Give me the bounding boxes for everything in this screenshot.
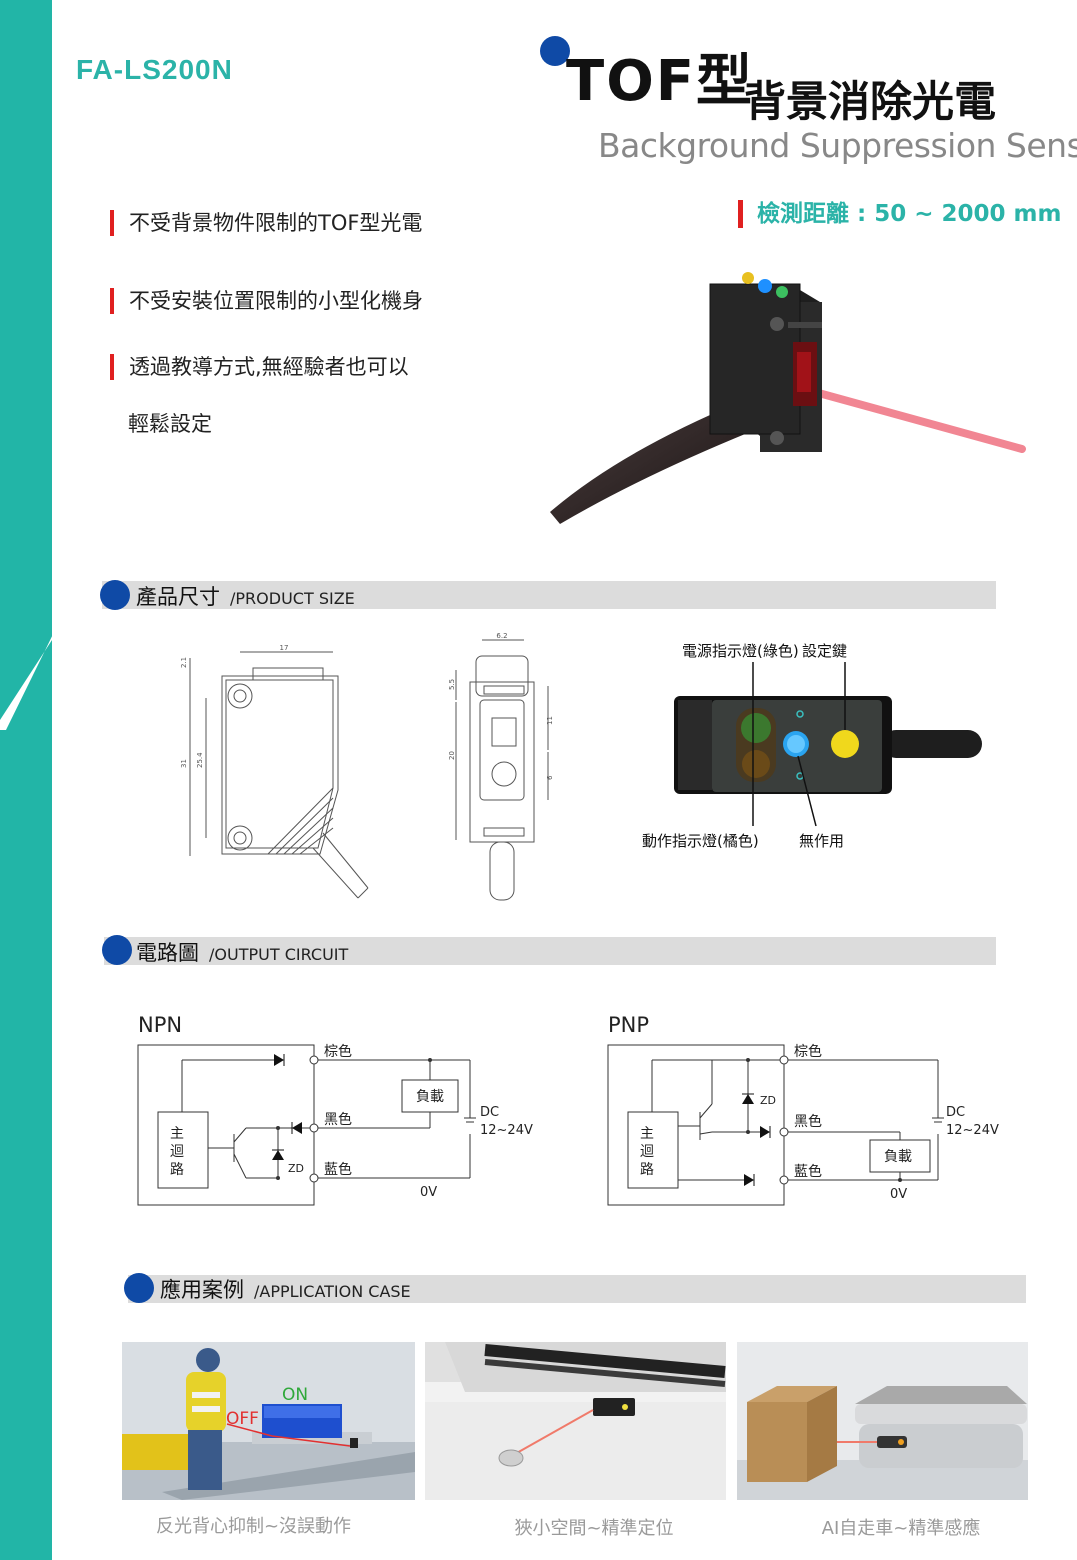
section-bar-output-circuit [104, 937, 996, 965]
npn-circuit-diagram: NPN 主 迴 路 ZD 棕色 黑色 藍色 負載 DC 12~24 [137, 1013, 533, 1206]
detection-range: 檢測距離 : 50 ~ 2000 mm [738, 200, 1061, 228]
application-caption: AI自走車~精準感應 [821, 1518, 981, 1539]
dim-label: 25.4 [196, 752, 204, 768]
main-circuit-label: 迴 [640, 1144, 654, 1160]
feature-item: 透過教導方式,無經驗者也可以 [110, 354, 409, 380]
main-circuit-label: 迴 [170, 1144, 184, 1160]
side-dimension-drawing: 6.2 5.5 20 11 6 [448, 632, 554, 901]
application-image-agv [737, 1342, 1028, 1500]
zero-v-label: 0V [420, 1185, 437, 1200]
on-label: ON [282, 1385, 308, 1405]
dim-label: 17 [280, 644, 289, 652]
english-title: Background Suppression Sensor [598, 126, 1077, 165]
section-bar-application-case [128, 1275, 1026, 1303]
blue-wire-label: 藍色 [794, 1163, 822, 1180]
zd-label: ZD [760, 1094, 776, 1107]
application-caption: 狹小空間~精準定位 [514, 1518, 674, 1539]
section-bar-product-size [102, 581, 996, 609]
dim-label: 6.2 [496, 632, 507, 640]
black-wire-label: 黑色 [324, 1111, 352, 1128]
dim-label: 11 [546, 716, 554, 725]
section-dot [102, 935, 132, 965]
front-dimension-drawing: 17 2.1 31 25.4 [180, 644, 369, 899]
application-image-narrow-space [425, 1342, 726, 1500]
dim-label: 31 [180, 759, 188, 768]
dim-label: 5.5 [448, 679, 456, 690]
voltage-label: 12~24V [480, 1123, 533, 1138]
application-image-vest: ON OFF [122, 1342, 415, 1500]
voltage-label: 12~24V [946, 1123, 999, 1138]
action-led-label: 動作指示燈(橘色) [642, 832, 759, 850]
sidebar-stripe [0, 0, 52, 1560]
dim-label: 20 [448, 751, 456, 760]
dim-label: 6 [546, 775, 554, 780]
main-circuit-label: 主 [640, 1126, 654, 1142]
feature-item: 不受背景物件限制的TOF型光電 [110, 210, 422, 236]
load-label: 負載 [884, 1149, 912, 1165]
application-caption: 反光背心抑制~沒誤動作 [155, 1516, 352, 1537]
load-label: 負載 [416, 1089, 444, 1105]
section-dot [100, 580, 130, 610]
npn-label: NPN [138, 1013, 182, 1037]
brown-wire-label: 棕色 [324, 1043, 352, 1060]
dc-label: DC [946, 1105, 965, 1120]
section-title-application-case: 應用案例/APPLICATION CASE [160, 1278, 411, 1302]
power-led-label: 電源指示燈(綠色) [682, 642, 799, 660]
sensor-product-photo [550, 272, 1026, 524]
page-subtitle: 背景消除光電 [744, 77, 997, 126]
brown-wire-label: 棕色 [794, 1043, 822, 1060]
feature-item: 不受安裝位置限制的小型化機身 [110, 288, 423, 314]
sidebar-notch [0, 600, 60, 730]
setting-key-label: 設定鍵 [802, 642, 847, 660]
feature-item-continued: 輕鬆設定 [128, 412, 212, 436]
unused-label: 無作用 [799, 832, 844, 850]
dc-label: DC [480, 1105, 499, 1120]
section-title-output-circuit: 電路圖/OUTPUT CIRCUIT [136, 941, 349, 965]
off-label: OFF [226, 1409, 259, 1429]
main-circuit-label: 主 [170, 1126, 184, 1142]
model-number: FA-LS200N [76, 54, 233, 85]
blue-wire-label: 藍色 [324, 1161, 352, 1178]
main-circuit-label: 路 [170, 1162, 184, 1178]
page-title: TOF型 [566, 49, 755, 114]
pnp-circuit-diagram: PNP 主 迴 路 ZD 棕色 黑色 藍色 負載 DC [607, 1013, 999, 1206]
dim-label: 2.1 [180, 657, 188, 668]
zd-label: ZD [288, 1162, 304, 1175]
zero-v-label: 0V [890, 1187, 907, 1202]
title-dot [540, 36, 570, 66]
black-wire-label: 黑色 [794, 1113, 822, 1130]
section-dot [124, 1273, 154, 1303]
main-circuit-label: 路 [640, 1162, 654, 1178]
indicator-diagram: 電源指示燈(綠色) 設定鍵 動作指示燈(橘色) 無作用 [642, 642, 982, 850]
section-title-product-size: 產品尺寸/PRODUCT SIZE [136, 585, 355, 609]
pnp-label: PNP [608, 1013, 649, 1037]
